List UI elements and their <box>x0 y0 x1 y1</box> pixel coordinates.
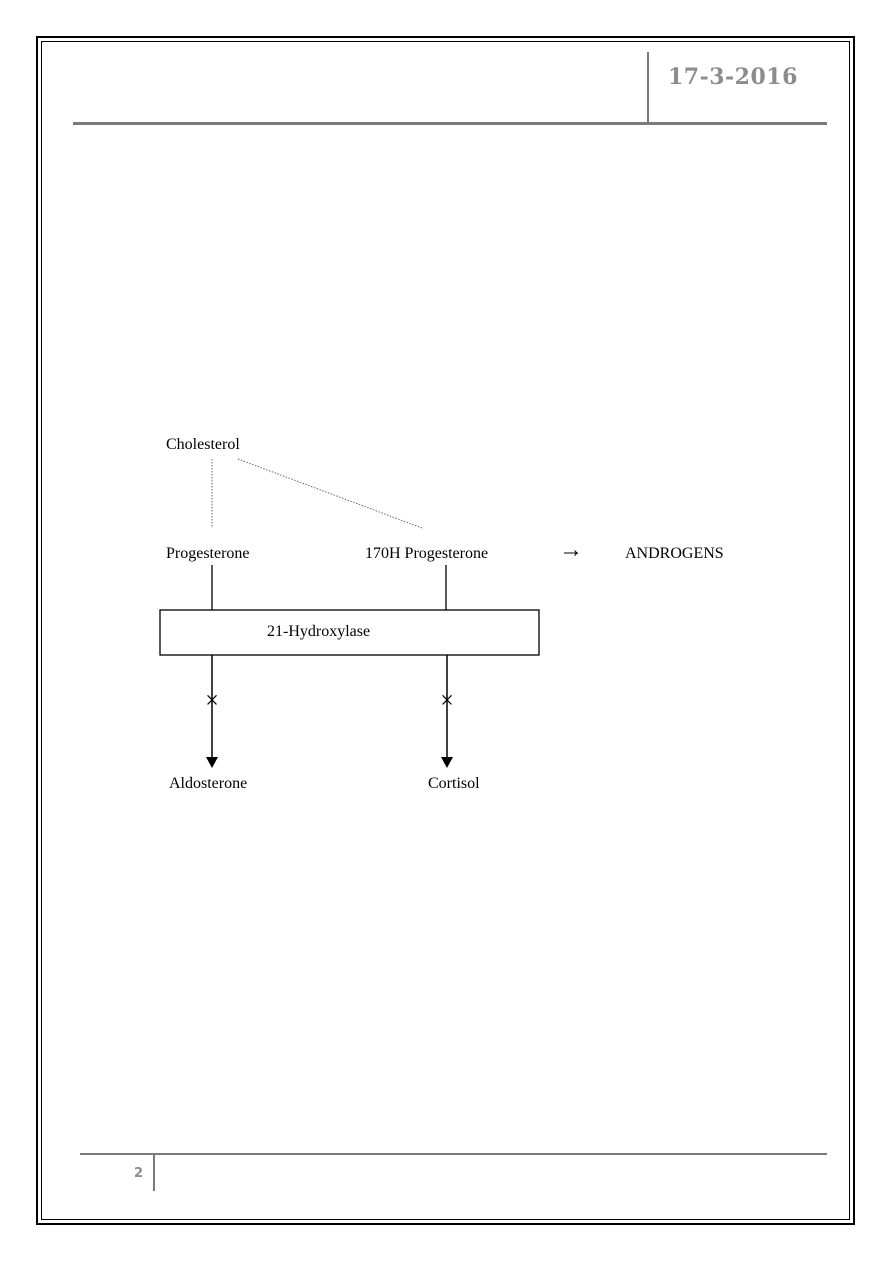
node-cholesterol: Cholesterol <box>166 436 240 453</box>
node-17oh-progesterone: 170H Progesterone <box>365 545 488 562</box>
block-mark-cortisol: × <box>440 688 454 714</box>
footer-rule <box>80 1153 827 1155</box>
connector-cholesterol-17oh <box>237 458 423 529</box>
footer-divider <box>153 1155 155 1191</box>
arrowhead-cortisol <box>441 757 453 768</box>
arrowhead-aldosterone <box>206 757 218 768</box>
node-androgens: ANDROGENS <box>625 545 724 562</box>
header-divider <box>647 52 649 124</box>
page-border-inner <box>41 41 850 1220</box>
node-21-hydroxylase: 21-Hydroxylase <box>267 623 370 640</box>
page-border-outer <box>36 36 855 1225</box>
page-number: 2 <box>134 1166 144 1181</box>
header-rule <box>73 122 827 125</box>
header-date: 17-3-2016 <box>668 64 798 90</box>
enzyme-box <box>159 609 540 656</box>
node-progesterone: Progesterone <box>166 545 250 562</box>
block-mark-aldosterone: × <box>205 688 219 714</box>
node-cortisol: Cortisol <box>428 775 480 792</box>
node-aldosterone: Aldosterone <box>169 775 247 792</box>
arrow-to-androgens: → <box>559 537 583 563</box>
